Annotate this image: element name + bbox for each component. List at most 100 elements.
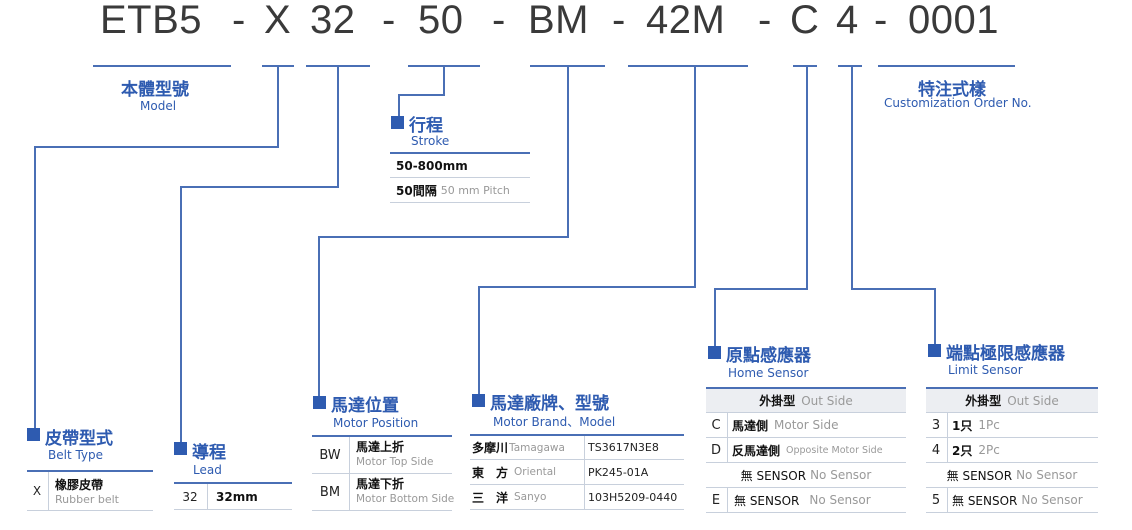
home-en: No Sensor — [809, 493, 871, 507]
code-segment-x: X — [264, 0, 292, 42]
table-row: 外掛型 Out Side — [706, 389, 906, 413]
belt-type-subtitle: Belt Type — [48, 448, 104, 462]
limit-zh: 無 SENSOR — [946, 468, 1013, 483]
table-row: 5 無 SENSOR No Sensor — [926, 488, 1098, 513]
customization-title: 特注式樣 — [918, 80, 986, 100]
code-dash: - — [874, 0, 888, 42]
connector-line — [318, 236, 320, 396]
table-row: 外掛型 Out Side — [926, 389, 1098, 413]
belt-type-table: X 橡膠皮帶 Rubber belt — [27, 470, 153, 511]
connector-line — [443, 66, 445, 96]
motor-position-table: BW 馬達上折 Motor Top Side BM 馬達下折 Motor Bot… — [312, 435, 455, 511]
limit-sensor-subtitle: Limit Sensor — [948, 363, 1023, 377]
underline-home-sensor — [793, 65, 817, 67]
belt-en: Rubber belt — [55, 493, 119, 506]
connector-line — [567, 66, 569, 238]
code-segment-custom: 0001 — [908, 0, 999, 42]
brand-en: Tamagawa — [509, 441, 565, 454]
home-desc: 無 SENSOR No Sensor — [734, 488, 871, 512]
motor-brand-square-icon — [472, 394, 485, 407]
home-zh: 無 SENSOR — [740, 468, 807, 483]
connector-line — [398, 94, 445, 96]
brand-model: TS3617N3E8 — [588, 441, 659, 454]
limit-desc: 2只 2Pc — [952, 438, 1000, 462]
brand-model: 103H5209-0440 — [588, 490, 678, 504]
code-segment-etb5: ETB5 — [100, 0, 203, 42]
belt-type-title: 皮帶型式 — [45, 429, 113, 449]
connector-line — [806, 66, 808, 290]
code-segment-motor-position: BM — [528, 0, 589, 42]
lead-value: 32mm — [216, 489, 258, 504]
brand-cell: 三 洋 Sanyo — [472, 485, 546, 509]
table-row: 無 SENSOR No Sensor — [706, 463, 906, 488]
table-row: 50間隔 50 mm Pitch — [390, 178, 530, 203]
connector-line — [398, 94, 400, 116]
limit-header-zh: 外掛型 — [965, 394, 1002, 408]
underline-custom — [878, 65, 1015, 67]
home-zh: 馬達側 — [732, 418, 769, 433]
underline-model — [93, 65, 231, 67]
customization-subtitle: Customization Order No. — [884, 96, 1032, 110]
connector-line — [337, 66, 339, 188]
motor-position-square-icon — [313, 396, 326, 409]
limit-code: 3 — [931, 417, 941, 433]
code-dash: - — [232, 0, 246, 42]
limit-desc: 無 SENSOR No Sensor — [926, 463, 1098, 487]
table-row: 32 32mm — [174, 484, 292, 510]
home-zh: 反馬達側 — [732, 443, 781, 458]
motor-top-en: Motor Top Side — [356, 456, 434, 468]
limit-en: 2Pc — [978, 443, 1000, 457]
brand-cell: 東 方 Oriental — [472, 460, 556, 484]
home-en: Motor Side — [774, 418, 839, 432]
table-row: 無 SENSOR No Sensor — [926, 463, 1098, 488]
stroke-pitch: 50間隔 — [396, 183, 437, 198]
connector-line — [714, 288, 716, 346]
motor-brand-table: 多摩川 Tamagawa TS3617N3E8 東 方 Oriental PK2… — [470, 434, 684, 510]
limit-code: 5 — [931, 492, 941, 508]
motor-brand-title: 馬達廠牌、型號 — [490, 394, 609, 414]
motor-brand-subtitle: Motor Brand、Model — [493, 415, 616, 429]
table-row: D 反馬達側 Opposite Motor Side — [706, 438, 906, 463]
table-row: 3 1只 1Pc — [926, 413, 1098, 438]
home-code: E — [711, 492, 721, 508]
home-en: Opposite Motor Side — [786, 444, 883, 456]
home-desc: 反馬達側 Opposite Motor Side — [732, 438, 883, 462]
home-code: D — [710, 442, 721, 458]
motor-position-code: BW — [319, 447, 341, 463]
table-row: X 橡膠皮帶 Rubber belt — [27, 472, 153, 511]
table-row: 三 洋 Sanyo 103H5209-0440 — [470, 485, 684, 510]
stroke-range: 50-800mm — [396, 158, 468, 173]
stroke-subtitle: Stroke — [411, 134, 450, 148]
belt-square-icon — [27, 428, 40, 441]
belt-zh: 橡膠皮帶 — [55, 478, 104, 492]
belt-desc: 橡膠皮帶 Rubber belt — [55, 472, 119, 510]
table-row: 多摩川 Tamagawa TS3617N3E8 — [470, 436, 684, 460]
limit-zh: 1只 — [952, 418, 973, 433]
connector-line — [180, 186, 339, 188]
code-segment-home-sensor: C — [790, 0, 820, 42]
connector-line — [34, 146, 279, 148]
home-sensor-title: 原點感應器 — [726, 346, 811, 366]
stroke-pitch-cell: 50間隔 50 mm Pitch — [396, 178, 510, 202]
lead-code: 32 — [182, 489, 198, 504]
motor-position-desc: 馬達上折 Motor Top Side — [356, 437, 433, 473]
limit-sensor-table: 外掛型 Out Side 3 1只 1Pc 4 2只 2Pc 無 SENSOR … — [926, 387, 1098, 513]
motor-bottom-en: Motor Bottom Side — [356, 493, 455, 505]
brand-zh: 三 洋 — [472, 490, 509, 505]
limit-en: No Sensor — [1016, 468, 1078, 482]
limit-code: 4 — [931, 442, 941, 458]
limit-en: No Sensor — [1021, 493, 1083, 507]
lead-square-icon — [174, 442, 187, 455]
motor-position-title: 馬達位置 — [331, 396, 399, 416]
connector-line — [478, 286, 696, 288]
connector-line — [318, 236, 569, 238]
home-desc: 無 SENSOR No Sensor — [706, 463, 906, 487]
limit-en: 1Pc — [978, 418, 1000, 432]
home-sensor-header: 外掛型 Out Side — [706, 389, 906, 412]
home-header-zh: 外掛型 — [759, 394, 796, 408]
home-zh: 無 SENSOR — [734, 493, 800, 508]
table-row: BW 馬達上折 Motor Top Side — [312, 437, 452, 474]
home-code: C — [711, 417, 721, 433]
limit-sensor-header: 外掛型 Out Side — [926, 389, 1098, 412]
brand-en: Oriental — [514, 466, 557, 478]
